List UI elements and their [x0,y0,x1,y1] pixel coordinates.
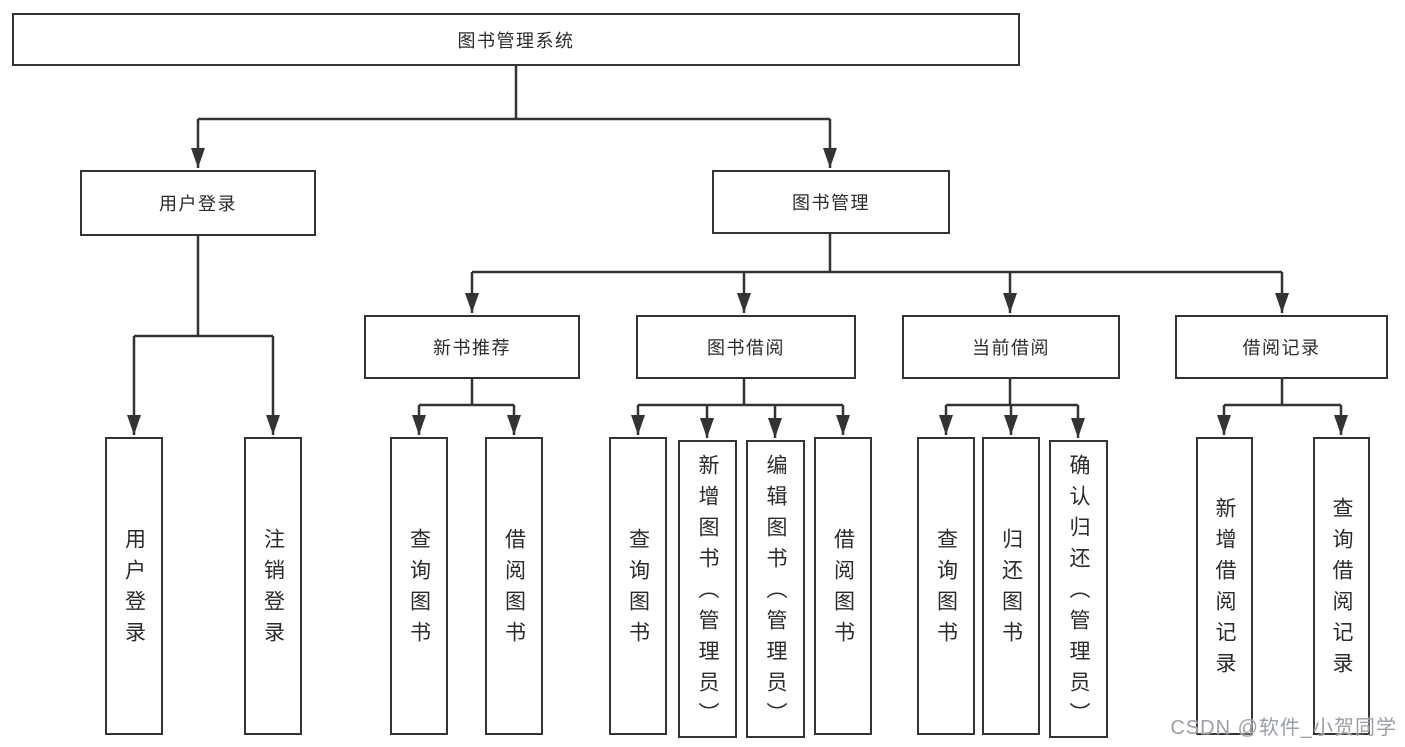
node-root-box: 图书管理系统 [12,13,1020,66]
leaf-current-confirm-box: 确认归还（管理员） [1049,440,1108,738]
leaf-current-query-label: 查询图书 [934,528,958,652]
connector-newbook-to-leaves [412,379,521,435]
leaf-borrow-edit-box: 编辑图书（管理员） [746,440,805,738]
leaf-borrow-add-box: 新增图书（管理员） [678,440,737,738]
leaf-user-login-box: 用户登录 [105,437,163,735]
connector-root-to-level2 [191,66,837,168]
node-book-management-label: 图书管理 [792,193,870,213]
connector-bookmgmt-to-level3 [465,234,1289,313]
leaf-borrow-add-label: 新增图书（管理员） [696,453,719,733]
leaf-records-query-box: 查询借阅记录 [1313,437,1370,735]
leaf-newbook-query-box: 查询图书 [390,437,448,735]
node-current-borrow-box: 当前借阅 [902,315,1120,379]
node-book-borrow-label: 图书借阅 [707,338,785,358]
node-root-label: 图书管理系统 [457,30,575,51]
leaf-logout-label: 注销登录 [261,528,285,652]
node-user-login-box: 用户登录 [80,170,316,236]
leaf-logout-box: 注销登录 [244,437,302,735]
leaf-current-query-box: 查询图书 [917,437,975,735]
leaf-borrow-query-label: 查询图书 [626,528,650,652]
node-borrow-records-label: 借阅记录 [1242,338,1321,358]
leaf-records-query-label: 查询借阅记录 [1330,497,1353,683]
node-new-book-recommend-label: 新书推荐 [433,338,511,358]
leaf-newbook-borrow-label: 借阅图书 [502,528,526,652]
node-book-management-box: 图书管理 [712,170,950,234]
connector-current-to-leaves [939,379,1085,438]
leaf-records-add-label: 新增借阅记录 [1213,497,1236,683]
leaf-records-add-box: 新增借阅记录 [1196,437,1253,735]
node-user-login-label: 用户登录 [159,194,237,214]
connector-borrow-to-leaves [631,379,850,438]
csdn-watermark: CSDN @软件_小贺同学 [1170,717,1397,739]
leaf-borrow-query-box: 查询图书 [609,437,667,735]
leaf-borrow-edit-label: 编辑图书（管理员） [764,453,787,733]
node-new-book-recommend-box: 新书推荐 [364,315,580,379]
leaf-user-login-label: 用户登录 [122,528,146,652]
connector-userlogin-to-leaves [127,236,280,435]
connector-records-to-leaves [1217,379,1348,435]
leaf-borrow-borrow-box: 借阅图书 [814,437,872,735]
leaf-borrow-borrow-label: 借阅图书 [831,528,855,652]
leaf-current-confirm-label: 确认归还（管理员） [1067,453,1090,733]
leaf-newbook-query-label: 查询图书 [407,528,431,652]
node-book-borrow-box: 图书借阅 [636,315,856,379]
node-borrow-records-box: 借阅记录 [1175,315,1388,379]
leaf-current-return-label: 归还图书 [999,528,1023,652]
leaf-current-return-box: 归还图书 [982,437,1040,735]
node-current-borrow-label: 当前借阅 [972,338,1050,358]
leaf-newbook-borrow-box: 借阅图书 [485,437,543,735]
